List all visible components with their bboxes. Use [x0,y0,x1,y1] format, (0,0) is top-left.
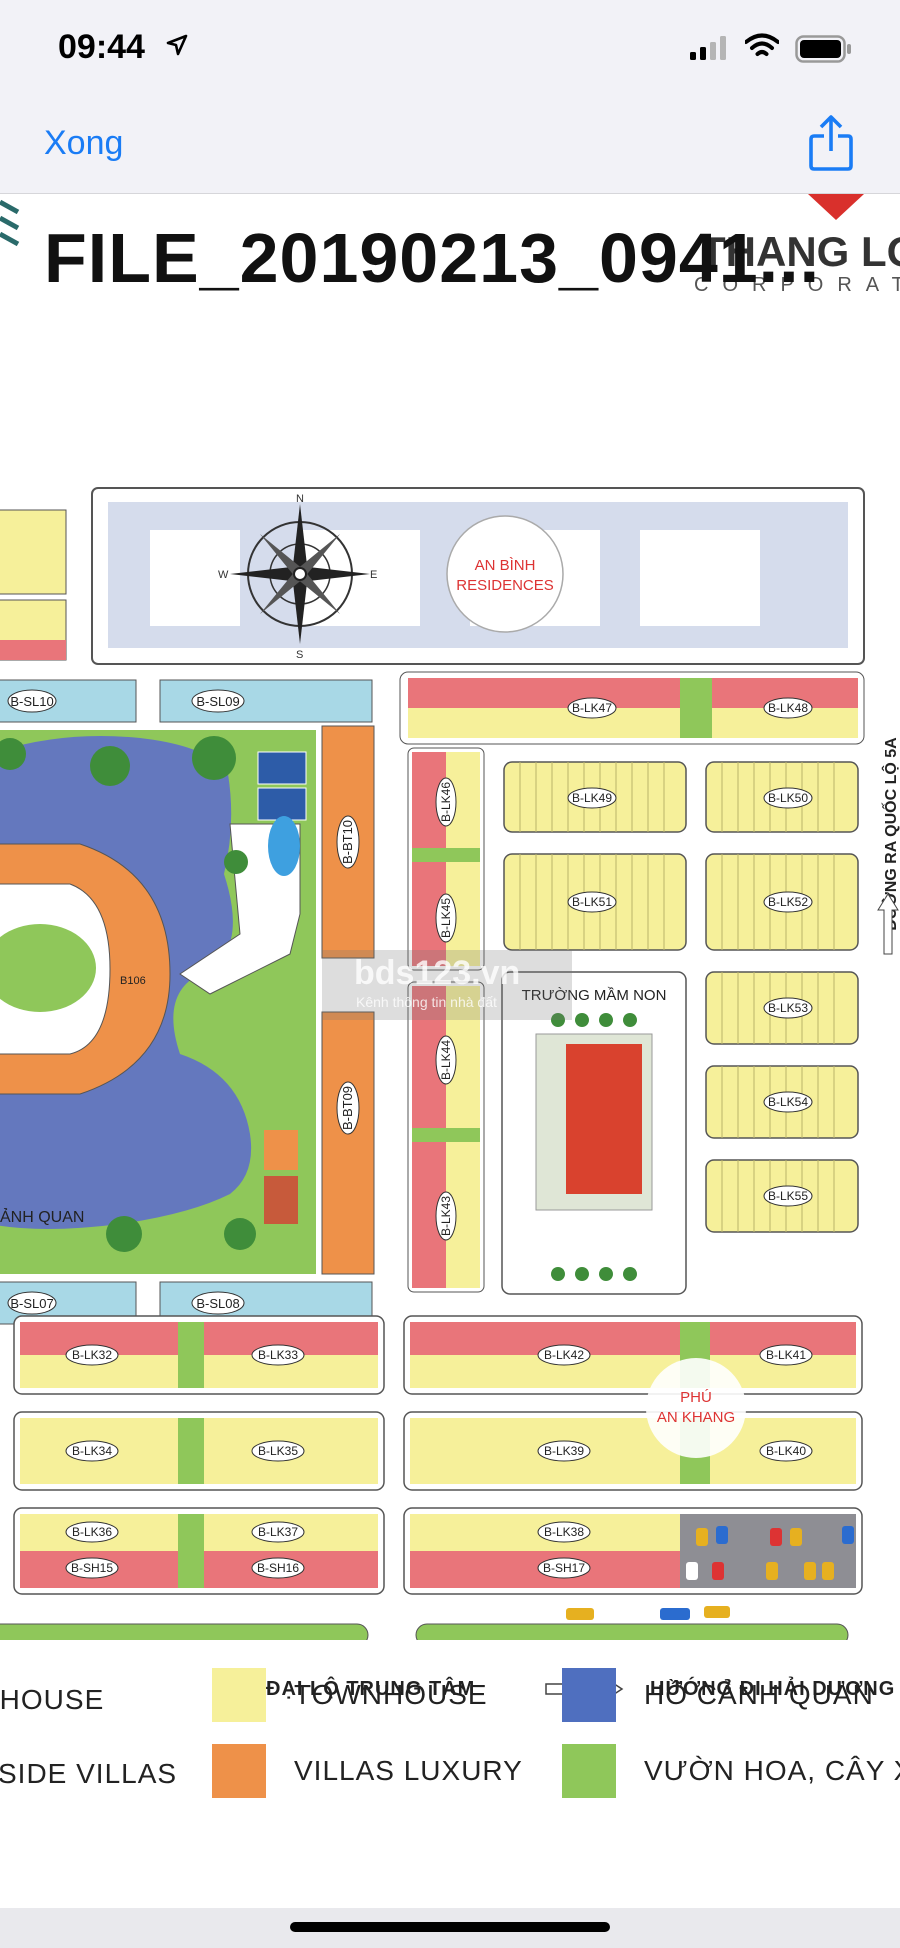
block-b-sl09: B-SL09 [196,694,239,709]
home-indicator[interactable] [290,1922,610,1932]
block-b-lk46: B-LK46 [439,782,453,822]
svg-text:W: W [218,569,229,581]
watermark-text: bds123.vn [354,954,521,992]
block-b-lk43: B-LK43 [439,1196,453,1236]
block-b-lk38: B-LK38 [544,1525,584,1539]
site-plan-map: N E W S AN BÌNH RESIDENCES B106 ẢNH QUAN [0,487,900,1640]
legend-item-side-villas: SIDE VILLAS [0,1758,177,1790]
block-b-bt10: B-BT10 [340,820,355,864]
block-b-lk37: B-LK37 [258,1525,298,1539]
legend-item-garden: VƯỜN HOA, CÂY XAI [562,1744,900,1798]
residence-label-1: AN BÌNH [475,557,536,574]
location-arrow-icon [166,34,188,56]
block-b-sl10: B-SL10 [10,694,53,709]
block-b-lk34: B-LK34 [72,1444,112,1458]
legend-item-shophouse: PHOUSE [0,1684,104,1716]
block-b-lk44: B-LK44 [439,1040,453,1080]
legend-item-townhouse: TOWNHOUSE [212,1668,488,1722]
battery-icon [795,35,851,63]
legend-label: TOWNHOUSE [294,1679,488,1710]
cellular-signal-icon [690,36,726,60]
legend-swatch-garden [562,1744,616,1798]
phu-label-1: PHÚ [680,1389,712,1406]
block-b-lk51: B-LK51 [572,895,612,909]
map-legend: PHOUSE TOWNHOUSE HỒ CẢNH QUAN SIDE VILLA… [0,1640,900,1908]
brand-subtitle: CORPORAT [694,274,900,296]
navigation-bar: Xong [0,98,900,194]
watermark: bds123.vn Kênh thông tin nhà đất [322,950,572,1020]
block-b-lk40: B-LK40 [766,1444,806,1458]
block-b-lk47: B-LK47 [572,701,612,715]
legend-label: VILLAS LUXURY [294,1755,523,1786]
block-b-sl08: B-SL08 [196,1296,239,1311]
document-title: FILE_20190213_0941... [44,219,821,297]
legend-swatch-townhouse [212,1668,266,1722]
block-b-sh16: B-SH16 [257,1561,299,1575]
legend-label: HỒ CẢNH QUAN [644,1679,874,1710]
school-label: TRƯỜNG MẦM NON [522,987,667,1004]
block-b-lk53: B-LK53 [768,1001,808,1015]
block-b-lk54: B-LK54 [768,1095,808,1109]
wifi-icon [745,33,779,56]
status-bar: 09:44 [0,0,900,98]
block-b-lk50: B-LK50 [768,791,808,805]
block-b-lk39: B-LK39 [544,1444,584,1458]
road-label-right: ĐƯỜNG RA QUỐC LỘ 5A [880,737,900,931]
legend-item-villas-luxury: VILLAS LUXURY [212,1744,523,1798]
compass-icon: N E W S [218,493,377,661]
block-b-lk42: B-LK42 [544,1348,584,1362]
legend-label: PHOUSE [0,1684,105,1715]
watermark-subtext: Kênh thông tin nhà đất [356,994,497,1010]
legend-item-lake: HỒ CẢNH QUAN [562,1668,874,1722]
legend-swatch-lake [562,1668,616,1722]
boulevard-label: ĐẠI LỘ TRUNG TÂM [266,1678,476,1700]
block-b-lk52: B-LK52 [768,895,808,909]
logo-mark-icon [0,199,20,247]
block-b-lk33: B-LK33 [258,1348,298,1362]
block-b-sh15: B-SH15 [71,1561,113,1575]
svg-text:N: N [296,493,304,505]
block-b-lk32: B-LK32 [72,1348,112,1362]
block-b-sh17: B-SH17 [543,1561,585,1575]
block-b-lk35: B-LK35 [258,1444,298,1458]
block-b-lk45: B-LK45 [439,898,453,938]
direction-label: HƯỚNG ĐI HẢI DƯƠNG [650,1678,896,1700]
block-b-lk55: B-LK55 [768,1189,808,1203]
brand-logo-triangle [808,194,864,220]
phu-label-2: AN KHANG [657,1409,735,1426]
home-indicator-area [0,1908,900,1948]
share-icon[interactable] [806,114,856,174]
lake-label: ẢNH QUAN [0,1207,84,1226]
residence-label-2: RESIDENCES [456,577,554,594]
legend-label: SIDE VILLAS [0,1758,178,1789]
legend-label: VƯỜN HOA, CÂY XAI [644,1755,900,1786]
done-button[interactable]: Xong [44,124,124,162]
villa-block-b106: B106 [120,975,146,987]
block-b-bt09: B-BT09 [340,1086,355,1130]
block-b-sl07: B-SL07 [10,1296,53,1311]
block-b-lk41: B-LK41 [766,1348,806,1362]
brand-name: THANG LO [700,228,900,275]
legend-swatch-villas-luxury [212,1744,266,1798]
status-time: 09:44 [58,28,145,66]
block-b-lk48: B-LK48 [768,701,808,715]
block-b-lk36: B-LK36 [72,1525,112,1539]
svg-text:S: S [296,649,303,661]
block-b-lk49: B-LK49 [572,791,612,805]
svg-text:E: E [370,569,377,581]
document-view[interactable]: THANG LO CORPORAT FILE_20190213_0941... … [0,194,900,1908]
